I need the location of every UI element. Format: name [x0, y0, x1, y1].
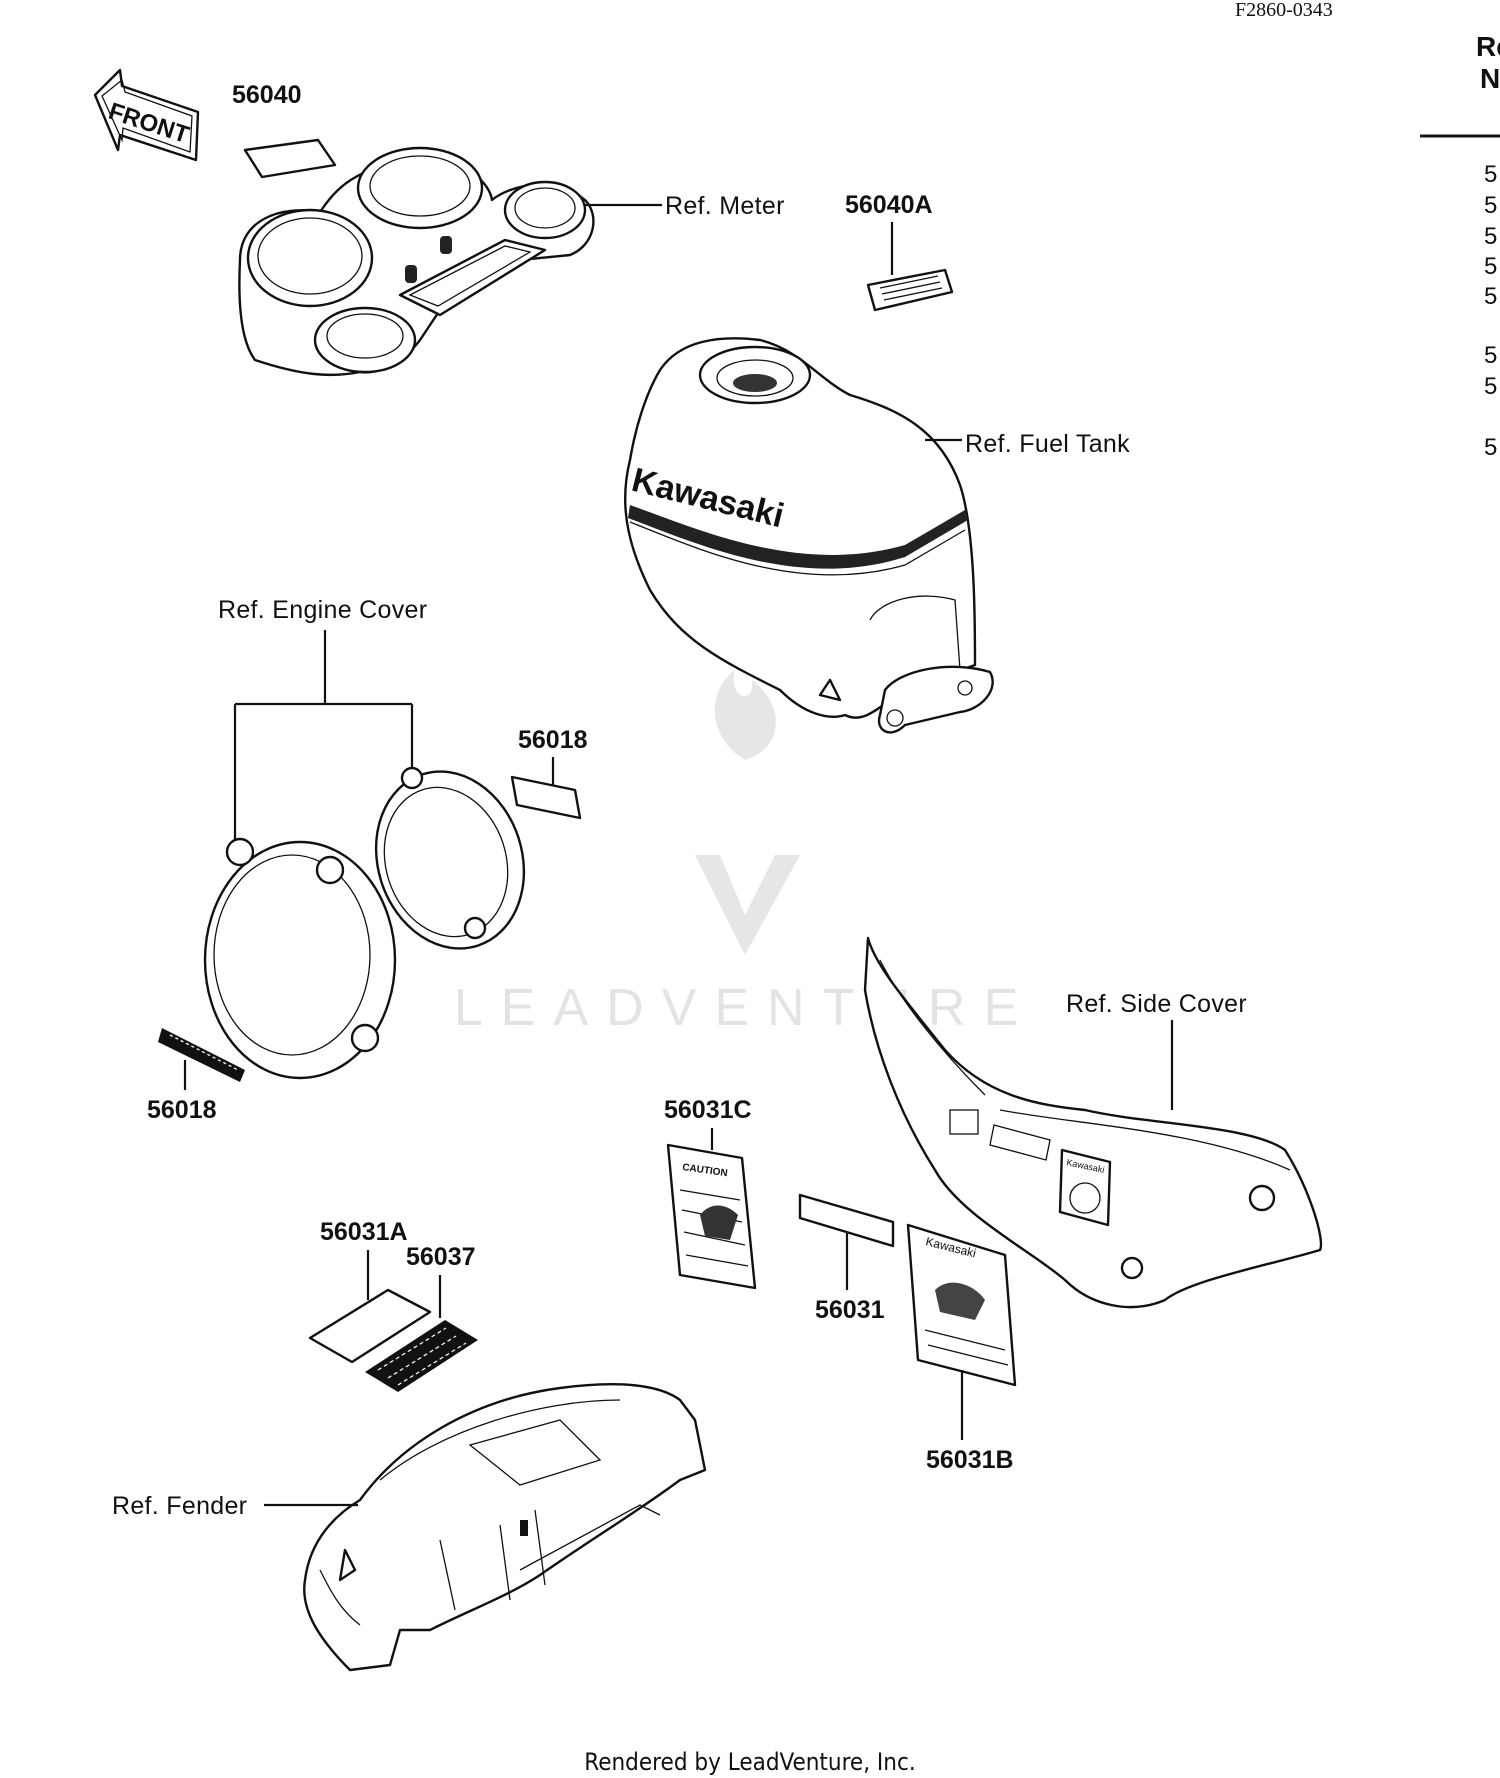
code-56040A: 56040A [845, 191, 933, 219]
meter-cluster [238, 146, 595, 377]
side-cover: Kawasaki [863, 936, 1323, 1309]
fender [303, 1383, 707, 1672]
fuel-tank: Kawasaki [623, 337, 994, 734]
decal-56040A [866, 268, 954, 312]
decal-56037 [365, 1320, 478, 1392]
decal-56040 [243, 138, 337, 179]
code-56018-top: 56018 [518, 726, 588, 754]
footer-credit: Rendered by LeadVenture, Inc. [584, 1748, 915, 1776]
label-ref-fuel-tank: Ref. Fuel Tank [965, 430, 1130, 458]
decal-56018-top [510, 775, 582, 820]
code-56031B: 56031B [926, 1446, 1014, 1474]
panel-header-line2: N [1480, 63, 1500, 94]
panel-row-7: 5 [1484, 373, 1497, 400]
decal-56031 [798, 1193, 895, 1248]
right-index-panel: Re N 5 5 5 5 5 5 5 5 [1420, 31, 1500, 461]
figure-id: F2860-0343 [1235, 0, 1333, 21]
panel-row-2: 5 [1484, 192, 1497, 219]
panel-row-1: 5 [1484, 161, 1497, 188]
engine-cover-outer [203, 837, 397, 1080]
panel-row-5: 5 [1484, 283, 1497, 310]
decal-56031B: Kawasaki [906, 1223, 1017, 1387]
code-56031A: 56031A [320, 1218, 408, 1246]
label-ref-meter: Ref. Meter [665, 192, 785, 220]
decal-56031C: CAUTION [666, 1143, 757, 1290]
panel-row-8: 5 [1484, 434, 1497, 461]
code-56031: 56031 [815, 1296, 885, 1324]
front-arrow-icon: FRONT [93, 68, 200, 162]
code-56018-bottom: 56018 [147, 1096, 217, 1124]
panel-row-6: 5 [1484, 342, 1497, 369]
engine-cover-inner [374, 766, 526, 950]
panel-row-3: 5 [1484, 223, 1497, 250]
watermark-text: LEADVENTURE [454, 979, 1036, 1037]
label-ref-fender: Ref. Fender [112, 1492, 247, 1520]
code-56031C: 56031C [664, 1096, 752, 1124]
decal-56018-bottom [158, 1028, 245, 1082]
panel-row-4: 5 [1484, 253, 1497, 280]
label-ref-engine-cover: Ref. Engine Cover [218, 596, 427, 624]
panel-header-line1: Re [1476, 31, 1500, 62]
label-ref-side-cover: Ref. Side Cover [1066, 990, 1247, 1018]
decal-56031A [308, 1288, 432, 1364]
code-56037: 56037 [406, 1243, 476, 1271]
code-56040: 56040 [232, 81, 302, 109]
